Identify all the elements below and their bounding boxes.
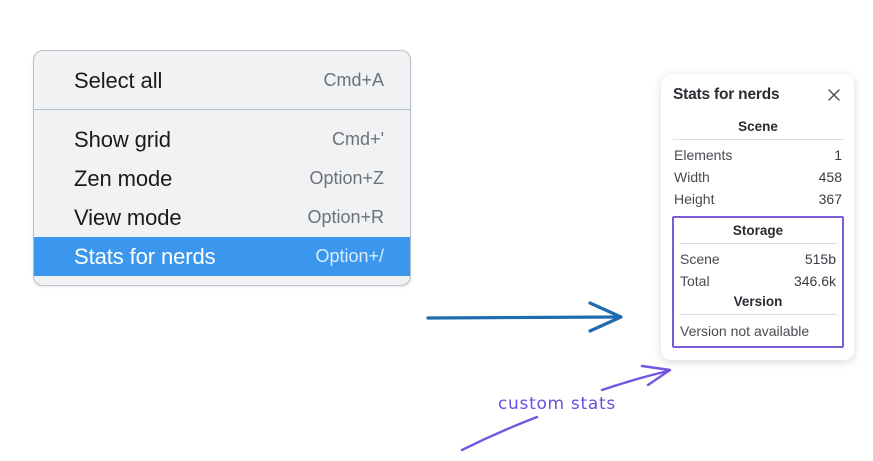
menu-item-label: Select all bbox=[74, 67, 163, 93]
panel-header: Stats for nerds bbox=[672, 86, 844, 104]
menu-item-shortcut: Option+R bbox=[307, 207, 384, 227]
menu-item-zen-mode[interactable]: Zen mode Option+Z bbox=[34, 159, 410, 198]
stat-label: Width bbox=[674, 169, 710, 185]
version-section: Version Version not available bbox=[678, 292, 838, 341]
version-divider bbox=[679, 314, 837, 315]
scene-section: Scene Elements 1 Width 458 Height 367 bbox=[672, 118, 844, 210]
stat-value: 1 bbox=[834, 147, 842, 163]
stat-row: Total 346.6k bbox=[678, 270, 838, 292]
stat-label: Total bbox=[680, 273, 710, 289]
scene-divider bbox=[673, 139, 843, 140]
storage-divider bbox=[679, 243, 837, 244]
close-icon[interactable] bbox=[826, 87, 842, 103]
stat-value: 458 bbox=[818, 169, 842, 185]
context-menu[interactable]: Select all Cmd+A Show grid Cmd+' Zen mod… bbox=[33, 50, 411, 286]
menu-item-show-grid[interactable]: Show grid Cmd+' bbox=[34, 120, 410, 159]
blue-arrow bbox=[426, 301, 623, 333]
stat-value: 346.6k bbox=[793, 273, 836, 289]
menu-item-shortcut: Option+/ bbox=[315, 246, 384, 266]
stat-row: Height 367 bbox=[672, 188, 844, 210]
custom-stats-highlight-box: Storage Scene 515b Total 346.6k Version … bbox=[672, 216, 844, 348]
stat-row: Scene 515b bbox=[678, 248, 838, 270]
panel-title: Stats for nerds bbox=[673, 86, 780, 103]
stat-label: Elements bbox=[674, 147, 733, 163]
menu-item-select-all[interactable]: Select all Cmd+A bbox=[34, 61, 410, 100]
stat-value: 515b bbox=[804, 251, 836, 267]
menu-item-shortcut: Cmd+A bbox=[323, 70, 384, 90]
purple-arrow-to-box bbox=[600, 364, 672, 392]
menu-item-shortcut: Option+Z bbox=[309, 168, 384, 188]
storage-heading: Storage bbox=[732, 223, 784, 238]
menu-item-shortcut: Cmd+' bbox=[332, 129, 384, 149]
menu-group-2: Show grid Cmd+' Zen mode Option+Z View m… bbox=[34, 109, 410, 285]
menu-group-1: Select all Cmd+A bbox=[34, 51, 410, 109]
version-note: Version not available bbox=[680, 323, 810, 339]
scene-heading: Scene bbox=[738, 119, 778, 134]
version-heading: Version bbox=[733, 294, 783, 309]
menu-item-label: Zen mode bbox=[74, 165, 173, 191]
stat-label: Scene bbox=[680, 251, 720, 267]
stat-row: Width 458 bbox=[672, 166, 844, 188]
menu-item-label: View mode bbox=[74, 204, 182, 230]
annotation-label: custom stats bbox=[498, 394, 616, 414]
menu-item-label: Show grid bbox=[74, 126, 171, 152]
stat-label: Height bbox=[674, 191, 715, 207]
purple-underline-stroke bbox=[460, 415, 539, 452]
stat-row: Elements 1 bbox=[672, 144, 844, 166]
stat-value: 367 bbox=[818, 191, 842, 207]
menu-item-stats-for-nerds[interactable]: Stats for nerds Option+/ bbox=[34, 237, 410, 276]
stats-for-nerds-panel: Stats for nerds Scene Elements 1 Width 4… bbox=[661, 74, 854, 360]
storage-section: Storage Scene 515b Total 346.6k bbox=[678, 221, 838, 292]
menu-item-label: Stats for nerds bbox=[74, 243, 216, 269]
menu-item-view-mode[interactable]: View mode Option+R bbox=[34, 198, 410, 237]
